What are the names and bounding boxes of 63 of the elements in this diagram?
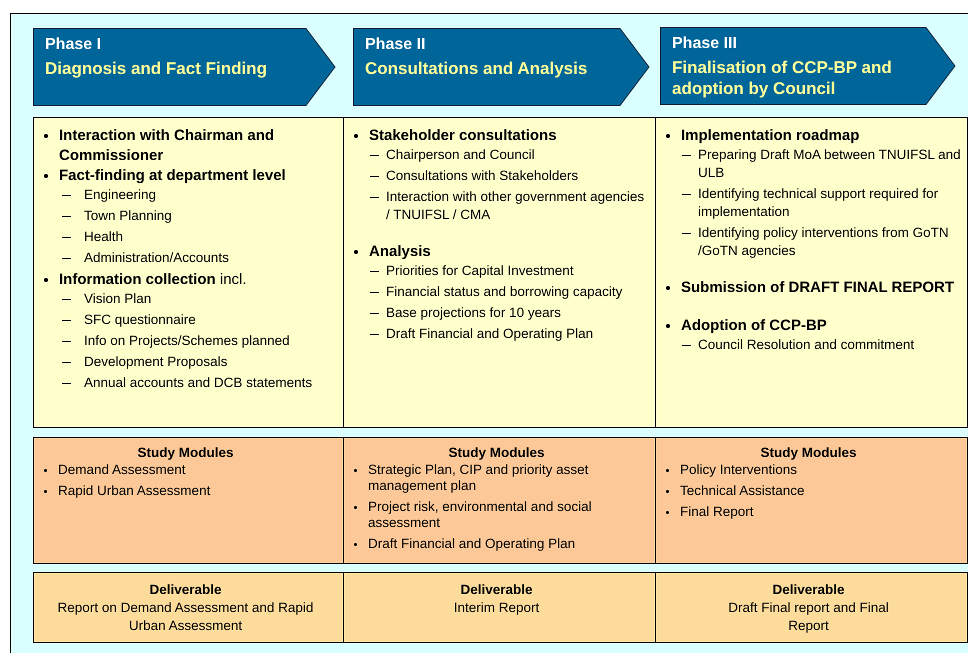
phase-title: Diagnosis and Fact Finding — [45, 58, 268, 79]
list-item: Identifying policy interventions from GoTN /GoTN agencies — [656, 224, 961, 260]
activity-panel — [33, 117, 344, 428]
list-item: Adoption of CCP-BP — [656, 316, 961, 336]
list-item: Info on Projects/Schemes planned — [34, 332, 337, 350]
list-item: Rapid Urban Assessment — [34, 483, 337, 499]
list-item: Stakeholder consultations — [344, 126, 649, 146]
study-modules-panel — [33, 437, 344, 564]
list-item: Strategic Plan, CIP and priority asset management plan — [344, 462, 649, 494]
activity-panel — [343, 117, 656, 428]
phase-title: Finalisation of CCP-BP and adoption by Council — [672, 57, 893, 99]
phase-number: Phase I — [45, 36, 102, 54]
phase-number: Phase II — [365, 36, 426, 54]
list-item: Project risk, environmental and social assessment — [344, 499, 649, 531]
list-item: Vision Plan — [34, 290, 337, 308]
list-item: Engineering — [34, 186, 337, 204]
list-item: Base projections for 10 years — [344, 304, 649, 322]
list-item: Implementation roadmap — [656, 126, 961, 146]
list-item: Policy Interventions — [656, 462, 961, 478]
phase-banner — [353, 28, 650, 106]
list-item: Final Report — [656, 504, 961, 520]
deliverable-text: Draft Final report and Final Report — [727, 599, 890, 635]
phase-title: Consultations and Analysis — [365, 58, 588, 79]
deliverable-panel — [33, 572, 344, 643]
list-item: Fact-finding at department level — [34, 166, 337, 186]
list-item: Draft Financial and Operating Plan — [344, 325, 649, 343]
list-item: Identifying technical support required for implementation — [656, 185, 961, 221]
deliverable-panel — [655, 572, 968, 643]
phase-number: Phase III — [672, 35, 737, 53]
study-modules-panel — [655, 437, 968, 564]
panel-heading: Deliverable — [771, 581, 846, 599]
list-item: Information collection incl. — [34, 270, 337, 290]
list-item: Administration/Accounts — [34, 249, 337, 267]
list-item: SFC questionnaire — [34, 311, 337, 329]
list-item: Town Planning — [34, 207, 337, 225]
panel-heading: Deliverable — [459, 581, 534, 599]
list-item: Consultations with Stakeholders — [344, 167, 649, 185]
phase-banner — [660, 27, 956, 105]
study-modules-panel — [343, 437, 656, 564]
deliverable-text: Interim Report — [452, 599, 540, 617]
list-item: Chairperson and Council — [344, 146, 649, 164]
list-item: Priorities for Capital Investment — [344, 262, 649, 280]
list-item: Development Proposals — [34, 353, 337, 371]
list-item: Technical Assistance — [656, 483, 961, 499]
list-item: Draft Financial and Operating Plan — [344, 536, 649, 552]
list-item: Council Resolution and commitment — [656, 336, 961, 354]
panel-heading: Study Modules — [759, 444, 858, 462]
activity-panel — [655, 117, 968, 428]
panel-heading: Study Modules — [447, 444, 546, 462]
list-item: Health — [34, 228, 337, 246]
list-item: Demand Assessment — [34, 462, 337, 478]
panel-heading: Study Modules — [136, 444, 234, 462]
list-item: Financial status and borrowing capacity — [344, 283, 649, 301]
list-item: Preparing Draft MoA between TNUIFSL and ULB — [656, 146, 961, 182]
deliverable-text: Report on Demand Assessment and Rapid Urban Assessment — [56, 599, 314, 635]
list-item: Annual accounts and DCB statements — [34, 374, 337, 392]
deliverable-panel — [343, 572, 656, 643]
list-item: Interaction with other government agencies / TNUIFSL / CMA — [344, 188, 649, 224]
list-item: Interaction with Chairman and Commissioner — [34, 126, 337, 166]
list-item: Analysis — [344, 242, 649, 262]
panel-heading: Deliverable — [148, 581, 223, 599]
phase-banner — [33, 28, 336, 106]
list-item: Submission of DRAFT FINAL REPORT — [656, 278, 961, 298]
